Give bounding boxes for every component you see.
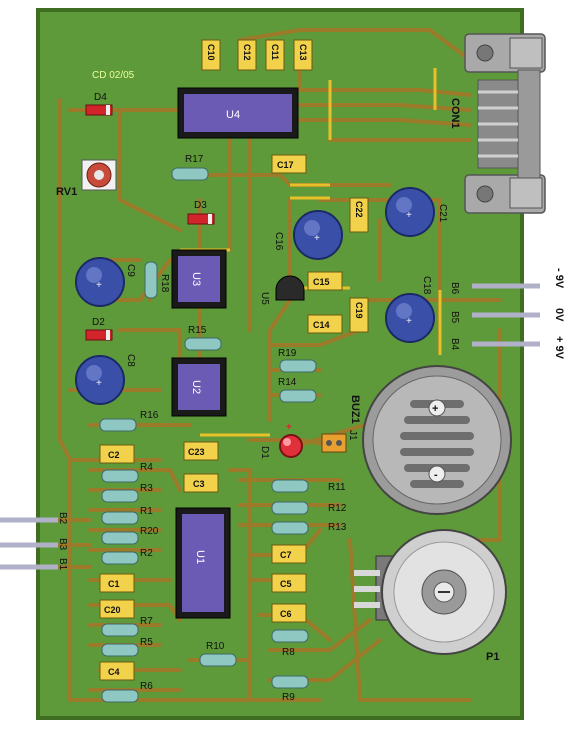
- res-r8: R8: [282, 647, 295, 658]
- con1-connector: CON1: [449, 33, 546, 214]
- res-r18: R18: [159, 274, 170, 293]
- diode-d3: D3: [194, 200, 207, 211]
- elco-c18: C18: [421, 276, 432, 295]
- ic-u1: U1: [194, 550, 206, 564]
- svg-text:+: +: [96, 378, 102, 389]
- elco-c8: C8: [125, 354, 136, 367]
- res-r13: R13: [328, 522, 347, 533]
- pad-b6: B6: [449, 282, 460, 295]
- pad-b4: B4: [449, 338, 460, 351]
- jumper-j1: J1: [321, 430, 358, 453]
- res-r2: R2: [140, 548, 153, 559]
- cap-c4: C4: [108, 667, 120, 677]
- potentiometer-p1: P1: [354, 529, 507, 663]
- led-d1-label: D1: [259, 446, 270, 459]
- cap-c2: C2: [108, 450, 120, 460]
- cap-c6: C6: [280, 609, 292, 619]
- res-r11: R11: [328, 482, 346, 493]
- res-r20: R20: [140, 526, 159, 537]
- copper-tracks: [18, 28, 502, 702]
- svg-text:+: +: [314, 233, 320, 244]
- ceramic-capacitors: C10 C12 C11 C13 C17 C22 C15 C14 C19 C23 …: [99, 39, 369, 681]
- svg-text:+: +: [406, 210, 412, 221]
- diode-d4: D4: [94, 92, 107, 103]
- cap-c14: C14: [313, 320, 330, 330]
- svg-text:+: +: [96, 280, 102, 291]
- rv1-label: RV1: [56, 186, 77, 198]
- elco-c9: C9: [125, 264, 136, 277]
- power-input-pins: B6 B5 B4 - 9V 0V + 9V: [449, 268, 565, 360]
- res-r12: R12: [328, 503, 347, 514]
- rv1-trimmer: RV1: [56, 159, 117, 198]
- cap-c10: C10: [206, 44, 216, 61]
- cap-c12: C12: [242, 44, 252, 61]
- cap-c7: C7: [280, 550, 292, 560]
- diodes: D4 D3 D2: [85, 92, 215, 341]
- res-r19: R19: [278, 348, 297, 359]
- elco-c21: C21: [437, 204, 448, 223]
- cap-c5: C5: [280, 579, 292, 589]
- pad-b5: B5: [449, 311, 460, 324]
- pad-b2: B2: [57, 512, 68, 525]
- cap-c19: C19: [354, 302, 364, 319]
- diode-d2: D2: [92, 317, 105, 328]
- res-r14: R14: [278, 377, 297, 388]
- res-r7: R7: [140, 616, 153, 627]
- res-r5: R5: [140, 637, 153, 648]
- elco-c16: C16: [273, 232, 284, 251]
- buzzer-buz1: + - BUZ1: [349, 365, 512, 515]
- buzzer-minus: -: [434, 469, 438, 481]
- power-minus-label: - 9V: [553, 268, 565, 289]
- svg-text:+: +: [406, 316, 412, 327]
- ic-u2: U2: [190, 380, 202, 394]
- cap-c20: C20: [104, 605, 121, 615]
- pad-b3: B3: [57, 538, 68, 551]
- ic-u3: U3: [190, 272, 202, 286]
- res-r15: R15: [188, 325, 207, 336]
- buzzer-plus: +: [432, 403, 438, 415]
- cap-c17: C17: [277, 160, 294, 170]
- cap-c23: C23: [188, 447, 205, 457]
- ic-u5: U5: [259, 292, 270, 305]
- res-r9: R9: [282, 692, 295, 703]
- res-r4: R4: [140, 462, 153, 473]
- res-r3: R3: [140, 483, 153, 494]
- power-plus-label: + 9V: [553, 336, 565, 360]
- signal-input-pins: B2 B3 B1: [0, 512, 68, 571]
- cap-c13: C13: [298, 44, 308, 61]
- resistors: R17 R18 R15 R19 R14 R16 R4 R3 R1 R20 R2 …: [99, 154, 347, 703]
- p1-label: P1: [486, 651, 499, 663]
- pad-b1: B1: [57, 558, 68, 571]
- res-r1: R1: [140, 506, 153, 517]
- res-r17: R17: [185, 154, 204, 165]
- cap-c1: C1: [108, 579, 120, 589]
- led-plus-mark: +: [286, 422, 292, 433]
- integrated-circuits: U4 U3 U2 U1 U5: [171, 87, 305, 619]
- ic-u4: U4: [226, 109, 240, 121]
- buzzer-label: BUZ1: [349, 395, 361, 424]
- res-r16: R16: [140, 410, 159, 421]
- power-zero-label: 0V: [553, 308, 565, 322]
- con1-label: CON1: [449, 98, 461, 129]
- board-code: CD 02/05: [92, 70, 135, 81]
- res-r6: R6: [140, 681, 153, 692]
- j1-label: J1: [347, 430, 358, 441]
- electrolytic-capacitors: + C16 + C21 + C18 + C9 + C8: [75, 187, 448, 405]
- led-d1: + D1: [259, 422, 303, 459]
- cap-c3: C3: [193, 479, 205, 489]
- cap-c11: C11: [270, 44, 280, 60]
- cap-c15: C15: [313, 277, 330, 287]
- cap-c22: C22: [354, 201, 364, 218]
- res-r10: R10: [206, 641, 225, 652]
